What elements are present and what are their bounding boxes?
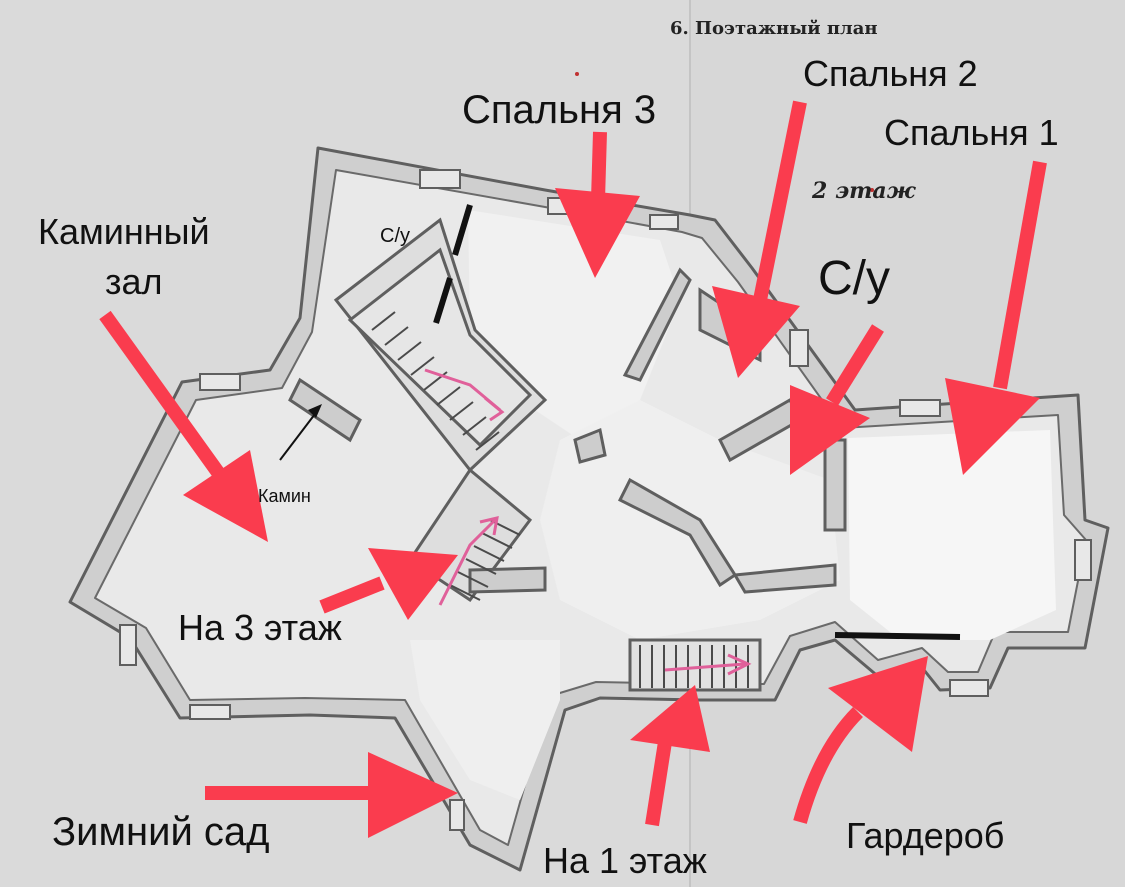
label-wardrobe: Гардероб bbox=[846, 815, 1005, 856]
bedroom-1-area bbox=[848, 430, 1056, 640]
arrow-fireplace-hall-shaft bbox=[99, 310, 228, 483]
label-bedroom-2: Спальня 2 bbox=[803, 53, 978, 94]
arrow-bedroom-3-shaft bbox=[591, 131, 607, 201]
label-fireplace-hall-line2: зал bbox=[105, 261, 163, 302]
arrow-bathroom-head bbox=[790, 385, 870, 475]
arrow-1st-floor-head bbox=[630, 685, 710, 752]
annotation-arrows bbox=[99, 100, 1047, 827]
fireplace-pointer bbox=[279, 404, 322, 461]
label-bedroom-1: Спальня 1 bbox=[884, 112, 1059, 153]
label-to-3rd-floor: На 3 этаж bbox=[178, 607, 342, 648]
staircase-main bbox=[371, 311, 500, 451]
arrow-1st-floor-shaft bbox=[645, 740, 672, 827]
annotation-arrowheads bbox=[183, 188, 1040, 838]
label-bathroom-big: С/у bbox=[818, 252, 890, 305]
red-dot bbox=[575, 72, 579, 76]
winter-garden-area bbox=[410, 640, 560, 800]
arrow-bedroom-3-head bbox=[555, 188, 640, 278]
label-bedroom-3: Спальня 3 bbox=[462, 88, 657, 132]
red-dot bbox=[870, 188, 874, 192]
label-to-1st-floor: На 1 этаж bbox=[543, 840, 707, 881]
arrow-bathroom-shaft bbox=[826, 324, 884, 406]
arrow-bedroom-1-head bbox=[945, 378, 1040, 475]
drawn-partition-marks bbox=[433, 204, 961, 640]
label-fireplace: Камин bbox=[258, 486, 311, 506]
arrow-3rd-floor-shaft bbox=[319, 576, 385, 614]
arrow-bedroom-2-shaft bbox=[753, 100, 807, 302]
staircase-to-1st bbox=[639, 645, 749, 688]
arrow-bedroom-2-head bbox=[712, 286, 800, 378]
stair-direction-marks bbox=[424, 368, 752, 676]
label-bathroom-small: С/у bbox=[380, 225, 410, 247]
label-winter-garden: Зимний сад bbox=[52, 810, 270, 854]
document-title: 6. Поэтажный план bbox=[670, 18, 878, 39]
floor-label: 2 этаж bbox=[812, 178, 916, 204]
arrow-fireplace-hall-head bbox=[183, 450, 268, 542]
label-fireplace-hall-line1: Каминный bbox=[38, 211, 210, 252]
arrow-bedroom-1-shaft bbox=[993, 160, 1047, 390]
arrow-winter-garden-head bbox=[368, 752, 458, 838]
arrow-wardrobe-shaft bbox=[793, 707, 864, 824]
arrow-wardrobe-head bbox=[828, 656, 928, 752]
windows bbox=[119, 169, 1092, 831]
arrow-3rd-floor-head bbox=[368, 548, 458, 620]
